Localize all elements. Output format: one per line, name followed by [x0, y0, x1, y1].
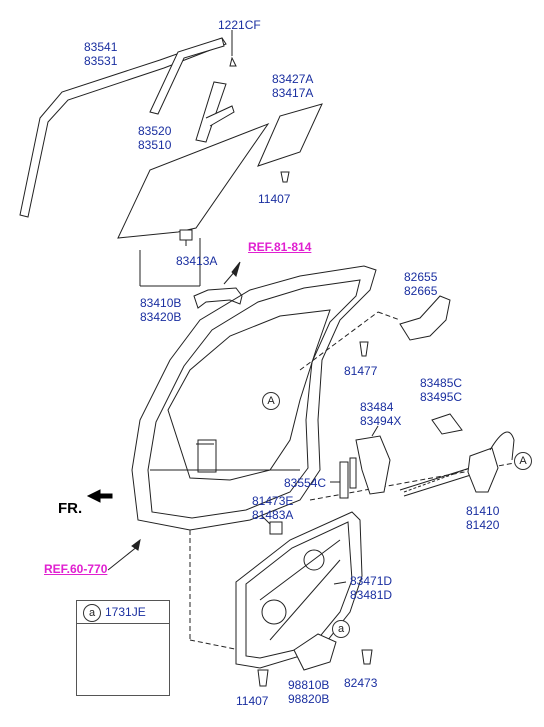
legend-header: a 1731JE — [77, 601, 169, 624]
door-glass — [117, 122, 270, 239]
center-channel — [195, 81, 227, 143]
reference-link-81-814[interactable]: REF.81-814 — [248, 240, 312, 254]
part-label-11407-top: 11407 — [258, 192, 291, 206]
front-direction-label: FR. — [58, 500, 83, 517]
legend-box: a 1731JE — [76, 600, 170, 696]
quarter-sash — [149, 37, 225, 115]
glass-run-channel — [19, 37, 227, 218]
part-label-83413A: 83413A — [176, 254, 218, 268]
front-arrow — [86, 489, 113, 503]
regulator-module — [235, 511, 363, 669]
part-label-1731JE: 1731JE — [105, 605, 146, 619]
part-label-83554C: 83554C — [284, 476, 327, 490]
door-panel — [131, 265, 377, 531]
inside-handle — [355, 435, 391, 495]
callout-A-door: A — [262, 392, 280, 410]
part-label-81477: 81477 — [344, 364, 378, 378]
callout-A-latch: A — [514, 452, 532, 470]
part-label-82473: 82473 — [344, 676, 378, 690]
reference-link-60-770[interactable]: REF.60-770 — [44, 562, 108, 576]
part-label-1221CF: 1221CF — [218, 18, 261, 32]
outside-handle — [193, 287, 243, 309]
legend-callout-a: a — [83, 604, 101, 622]
part-label-11407-bottom: 11407 — [236, 694, 269, 708]
callout-a-module: a — [332, 620, 350, 638]
latch-bracket — [399, 295, 451, 341]
door-latch — [467, 447, 499, 493]
quarter-glass — [257, 103, 323, 167]
regulator-motor — [293, 633, 337, 671]
